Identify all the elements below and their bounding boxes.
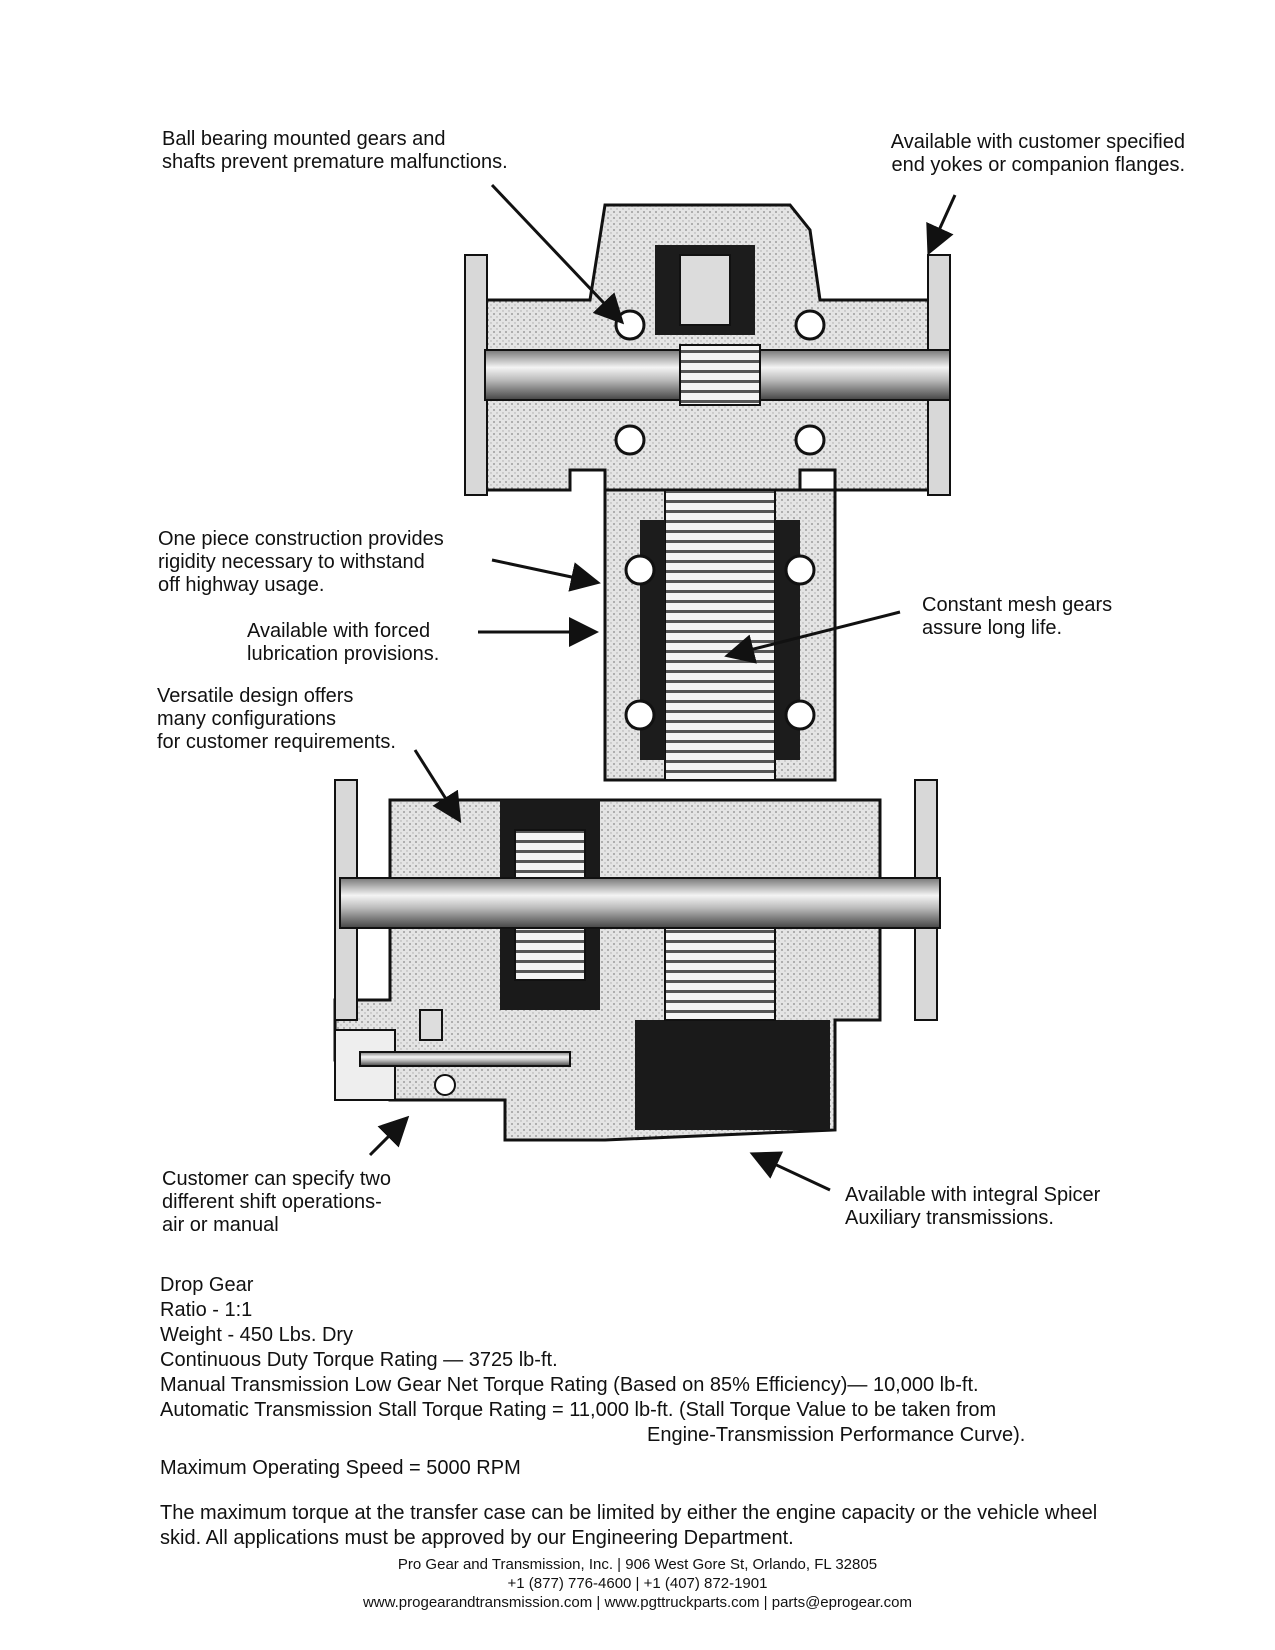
spec-automatic-torque: Automatic Transmission Stall Torque Rati…: [160, 1399, 997, 1421]
callout-end-yokes: Available with customer specified end yo…: [890, 131, 1185, 176]
spec-weight: Weight - 450 Lbs. Dry: [160, 1324, 354, 1346]
lower-shaft: [339, 877, 941, 929]
callout-spicer: Available with integral Spicer Auxiliary…: [845, 1184, 1101, 1229]
spec-max-speed: Maximum Operating Speed = 5000 RPM: [160, 1457, 521, 1479]
footer: Pro Gear and Transmission, Inc. | 906 We…: [0, 1555, 1275, 1612]
lower-housing: [333, 798, 882, 1142]
spec-manual-torque: Manual Transmission Low Gear Net Torque …: [160, 1374, 979, 1396]
spec-ratio: Ratio - 1:1: [160, 1299, 253, 1321]
callout-forced-lube: Available with forced lubrication provis…: [247, 620, 440, 665]
shift-mechanism: [334, 1009, 571, 1101]
spec-title: Drop Gear: [160, 1274, 254, 1296]
torque-note: The maximum torque at the transfer case …: [160, 1502, 1098, 1549]
spec-continuous-torque: Continuous Duty Torque Rating — 3725 lb-…: [160, 1349, 558, 1371]
callout-one-piece: One piece construction provides rigidity…: [158, 528, 444, 596]
callout-ball-bearing: Ball bearing mounted gears and shafts pr…: [162, 128, 508, 173]
footer-web: www.progearandtransmission.com | www.pgt…: [362, 1594, 913, 1611]
callout-arrows: [368, 183, 957, 1192]
footer-address: Pro Gear and Transmission, Inc. | 906 We…: [397, 1556, 878, 1573]
spec-automatic-torque-cont: Engine-Transmission Performance Curve).: [647, 1424, 1026, 1446]
center-housing: [603, 488, 837, 782]
specifications: Drop Gear Ratio - 1:1 Weight - 450 Lbs. …: [160, 1273, 1025, 1481]
callout-versatile: Versatile design offers many configurati…: [157, 685, 396, 753]
footer-phone: +1 (877) 776-4600 | +1 (407) 872-1901: [507, 1575, 768, 1592]
callout-constant-mesh: Constant mesh gears assure long life.: [922, 594, 1113, 639]
callout-shift-ops: Customer can specify two different shift…: [162, 1168, 391, 1236]
